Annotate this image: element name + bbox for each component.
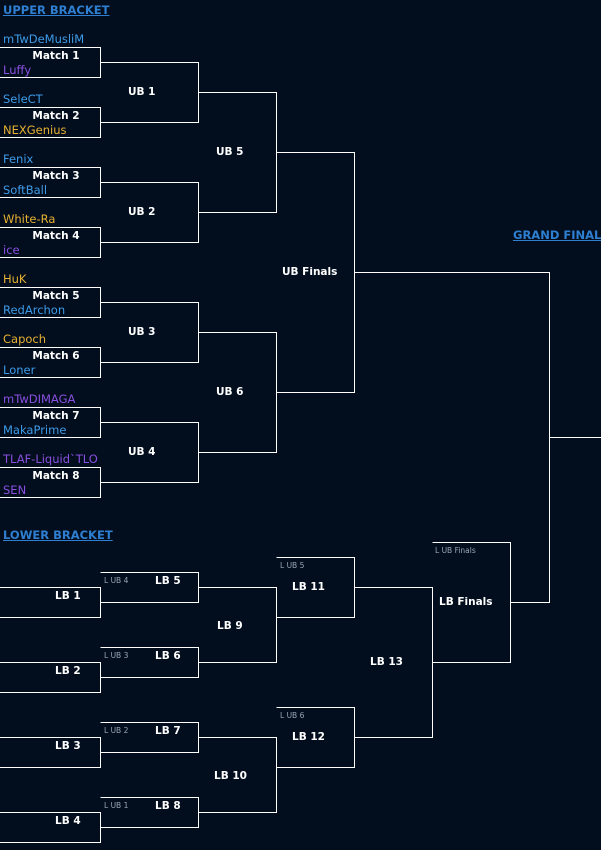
match-7-player-1[interactable]: mTwDIMAGA bbox=[3, 392, 76, 406]
match-1-player-1[interactable]: mTwDeMusliM bbox=[3, 32, 85, 46]
lb-6-loser-ref: L UB 3 bbox=[104, 651, 129, 660]
lb-finals-label: LB Finals bbox=[439, 596, 493, 608]
lb-7-loser-ref: L UB 2 bbox=[104, 726, 129, 735]
match-7-label: Match 7 bbox=[32, 410, 80, 422]
lb-9-label: LB 9 bbox=[217, 620, 243, 632]
lb-8-label: LB 8 bbox=[155, 800, 181, 812]
ub-1-label: UB 1 bbox=[128, 86, 156, 98]
upper-bracket-header[interactable]: UPPER BRACKET bbox=[3, 3, 110, 17]
lb-13-label: LB 13 bbox=[370, 656, 403, 668]
match-5-label: Match 5 bbox=[32, 290, 80, 302]
lb-7-label: LB 7 bbox=[155, 725, 181, 737]
lower-bracket-header[interactable]: LOWER BRACKET bbox=[3, 528, 113, 542]
lb-12-label: LB 12 bbox=[292, 731, 325, 743]
lb-4-label: LB 4 bbox=[55, 815, 81, 827]
match-5-player-2[interactable]: RedArchon bbox=[3, 303, 66, 317]
match-4-player-1[interactable]: White-Ra bbox=[3, 212, 56, 226]
lb-1-label: LB 1 bbox=[55, 590, 81, 602]
lb-finals-loser-ref: L UB Finals bbox=[435, 546, 476, 555]
lb-6-label: LB 6 bbox=[155, 650, 181, 662]
match-1-player-2[interactable]: Luffy bbox=[3, 63, 32, 77]
lb-3-label: LB 3 bbox=[55, 740, 81, 752]
ub-2-label: UB 2 bbox=[128, 206, 156, 218]
lb-5-label: LB 5 bbox=[155, 575, 181, 587]
match-8-player-2[interactable]: SEN bbox=[3, 483, 27, 497]
match-3-player-1[interactable]: Fenix bbox=[3, 152, 34, 166]
lb-11-label: LB 11 bbox=[292, 581, 325, 593]
ub-6-label: UB 6 bbox=[216, 386, 244, 398]
match-4-player-2[interactable]: ice bbox=[3, 243, 20, 257]
match-8-label: Match 8 bbox=[32, 470, 80, 482]
ub-3-label: UB 3 bbox=[128, 326, 156, 338]
lb-11-loser-ref: L UB 5 bbox=[280, 561, 305, 570]
ub-5-label: UB 5 bbox=[216, 146, 244, 158]
lb-5-loser-ref: L UB 4 bbox=[104, 576, 129, 585]
match-5-player-1[interactable]: HuK bbox=[3, 272, 27, 286]
match-4-label: Match 4 bbox=[32, 230, 80, 242]
lb-12-loser-ref: L UB 6 bbox=[280, 711, 305, 720]
match-2-player-1[interactable]: SeleCT bbox=[3, 92, 43, 106]
match-6-label: Match 6 bbox=[32, 350, 80, 362]
match-7-player-2[interactable]: MakaPrime bbox=[3, 423, 67, 437]
lb-10-label: LB 10 bbox=[214, 770, 247, 782]
grand-final-header[interactable]: GRAND FINAL bbox=[513, 228, 601, 242]
match-2-label: Match 2 bbox=[32, 110, 80, 122]
match-6-player-1[interactable]: Capoch bbox=[3, 332, 47, 346]
match-2-player-2[interactable]: NEXGenius bbox=[3, 123, 67, 137]
match-1-label: Match 1 bbox=[32, 50, 80, 62]
match-8-player-1[interactable]: TLAF-Liquid`TLO bbox=[3, 452, 98, 466]
match-3-player-2[interactable]: SoftBall bbox=[3, 183, 48, 197]
lb-8-loser-ref: L UB 1 bbox=[104, 801, 129, 810]
match-6-player-2[interactable]: Loner bbox=[3, 363, 36, 377]
ub-finals-label: UB Finals bbox=[282, 266, 338, 278]
match-3-label: Match 3 bbox=[32, 170, 80, 182]
lb-2-label: LB 2 bbox=[55, 665, 81, 677]
ub-4-label: UB 4 bbox=[128, 446, 156, 458]
